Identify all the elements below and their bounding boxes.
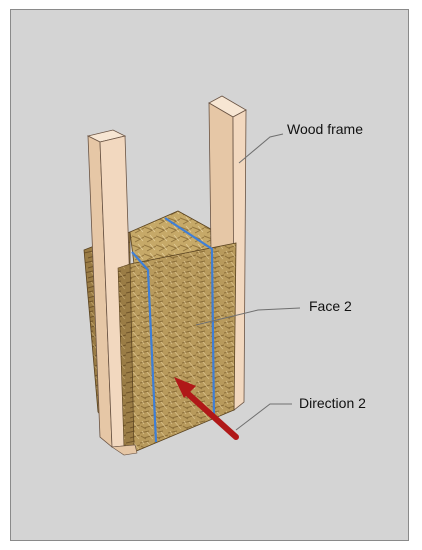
wood-frame-label: Wood frame [287, 121, 363, 137]
face-label: Face 2 [309, 298, 352, 314]
bale-front-face [117, 242, 237, 453]
leader-face [195, 307, 301, 326]
wood-frame-left-front-edge [111, 444, 138, 456]
leader-lines [195, 133, 301, 431]
leader-direction [235, 403, 292, 431]
direction-label: Direction 2 [299, 395, 366, 411]
leader-wood-frame [238, 133, 284, 164]
binding-twine [131, 217, 216, 443]
direction-arrow [174, 377, 239, 440]
